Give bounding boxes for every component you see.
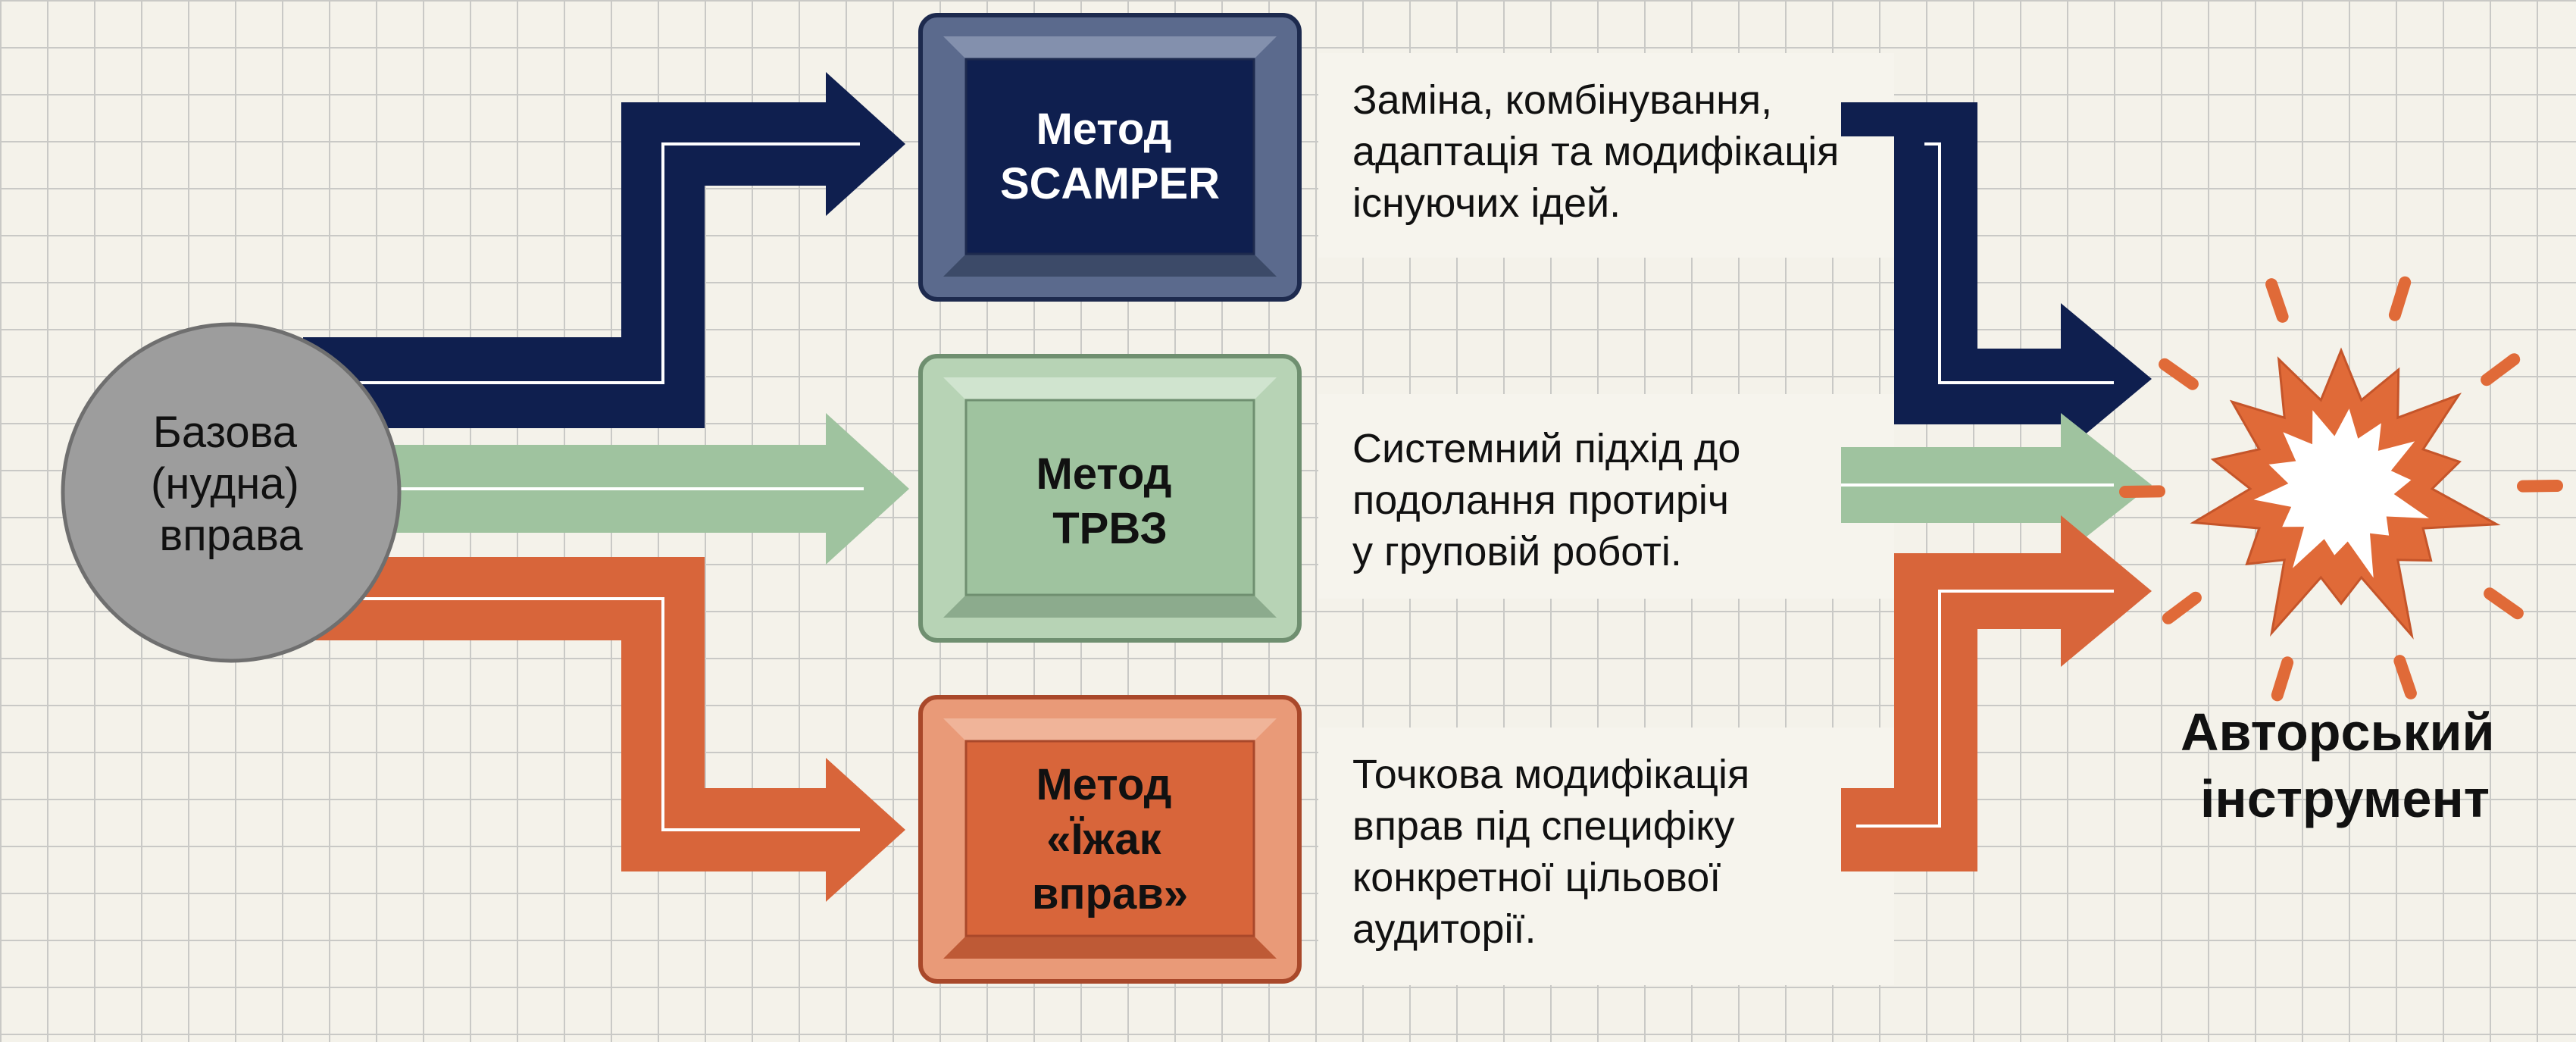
source-label-line: вправа [159, 511, 303, 560]
description-line: вправ під специфіку [1352, 803, 1734, 849]
method-title-line: Метод [1036, 760, 1171, 809]
method-title-line: вправ» [1032, 869, 1188, 918]
description-line: Точкова модифікація [1352, 752, 1749, 797]
burst-spark [2481, 353, 2521, 386]
result-label-line: інструмент [2200, 769, 2490, 828]
description-line: конкретної цільової [1352, 855, 1721, 900]
burst-spark [2162, 591, 2202, 624]
hedgehog-output-arrow-line [1856, 590, 2114, 828]
trvz-description-panel [1318, 394, 1894, 599]
result-label: Авторський інструмент [2181, 702, 2509, 828]
scamper-output-arrow [1841, 102, 2152, 455]
hedgehog-input-arrow-line [356, 597, 860, 831]
description-line: Заміна, комбінування, [1352, 77, 1772, 123]
method-box-scamper: Метод SCAMPER [918, 13, 1302, 302]
hedgehog-output-arrow [1841, 515, 2152, 871]
method-description-scamper: Заміна, комбінування, адаптація та модиф… [1352, 77, 1850, 226]
output-arrows [1841, 102, 2152, 871]
source-label-line: (нудна) [151, 459, 299, 508]
method-title-hedgehog: Метод «Їжак вправ» [1032, 760, 1188, 918]
hedgehog-description-panel [1318, 728, 1894, 985]
source-circle [61, 322, 402, 663]
method-title-line: Метод [1036, 105, 1171, 154]
burst-spark [2159, 358, 2199, 390]
description-line: Системний підхід до [1352, 426, 1740, 471]
burst-spark [2119, 485, 2165, 498]
method-title-line: Метод [1036, 449, 1171, 499]
method-title-line: ТРВЗ [1052, 504, 1168, 553]
method-box-hedgehog: Метод «Їжак вправ» [918, 695, 1302, 984]
scamper-description-panel [1318, 53, 1894, 258]
scamper-input-arrow [303, 72, 905, 428]
method-title-scamper: Метод SCAMPER [1000, 105, 1220, 208]
method-title-trvz: Метод ТРВЗ [1036, 449, 1183, 553]
burst-spark [2393, 655, 2417, 699]
scamper-output-arrow-line [1924, 142, 2114, 384]
burst-spark [2271, 656, 2294, 702]
source-label-line: Базова [153, 408, 298, 457]
description-line: подолання протиріч [1352, 477, 1729, 523]
method-box-trvz: Метод ТРВЗ [918, 354, 1302, 643]
result-label-line: Авторський [2181, 702, 2495, 762]
burst-icon [2119, 276, 2563, 702]
burst-spark [2265, 278, 2289, 323]
description-line: адаптація та модифікація [1352, 129, 1839, 174]
description-line: аудиторії. [1352, 906, 1537, 952]
method-title-line: SCAMPER [1000, 159, 1220, 208]
burst-spark [2388, 276, 2412, 321]
burst-spark [2484, 587, 2524, 620]
method-description-hedgehog: Точкова модифікація вправ під специфіку … [1352, 752, 1761, 952]
method-title-line: «Їжак [1046, 815, 1161, 864]
description-line: існуючих ідей. [1352, 180, 1621, 226]
input-arrows [303, 72, 909, 902]
method-description-trvz: Системний підхід до подолання протиріч у… [1352, 426, 1752, 574]
scamper-input-arrow-line [356, 142, 860, 384]
source-label: Базова (нудна) вправа [151, 408, 311, 560]
hedgehog-input-arrow [303, 557, 905, 902]
burst-spark [2517, 480, 2563, 493]
description-line: у груповій роботі. [1352, 529, 1682, 574]
